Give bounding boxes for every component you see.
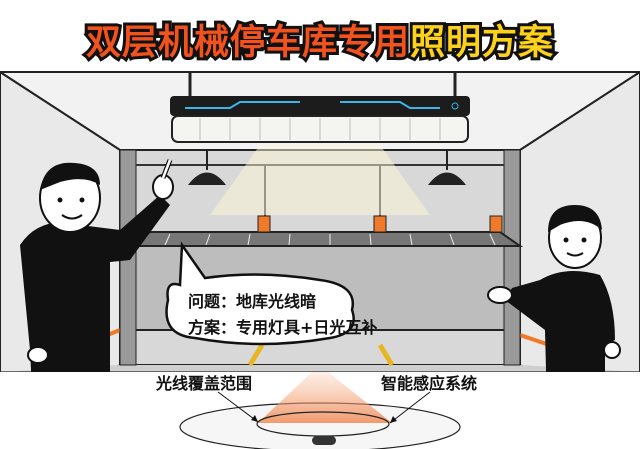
coverage-label: 光线覆盖范围: [156, 374, 253, 393]
title-part-yellow: 照明方案: [407, 20, 556, 66]
parking-line: [247, 343, 265, 367]
floor: [0, 365, 640, 372]
light-beam: [210, 145, 430, 215]
page-title: 双层机械停车库专用照明方案: [0, 14, 640, 66]
platform-bracket: [489, 215, 503, 233]
led-fixture: [170, 96, 470, 116]
arrow-right: [389, 391, 431, 424]
speech-bubble: [165, 241, 355, 346]
bubble-problem-text: 问题：地库光线暗: [188, 292, 317, 311]
sensor-device: [312, 436, 336, 445]
pendant-lamp: [428, 172, 466, 185]
title-part-red: 双层机械停车库专用: [83, 20, 412, 66]
platform-bracket: [373, 215, 387, 233]
parking-line: [377, 343, 395, 367]
power-icon: [451, 102, 459, 110]
pendant-lamp: [188, 172, 226, 185]
upper-platform: [129, 231, 524, 247]
sensor-label: 智能感应系统: [381, 374, 478, 393]
light-cone: [258, 372, 392, 423]
bubble-solution-text: 方案：专用灯具+日光互补: [188, 318, 378, 337]
arrow-left: [217, 391, 259, 423]
platform-bracket: [257, 215, 271, 233]
lift-post: [503, 149, 521, 366]
